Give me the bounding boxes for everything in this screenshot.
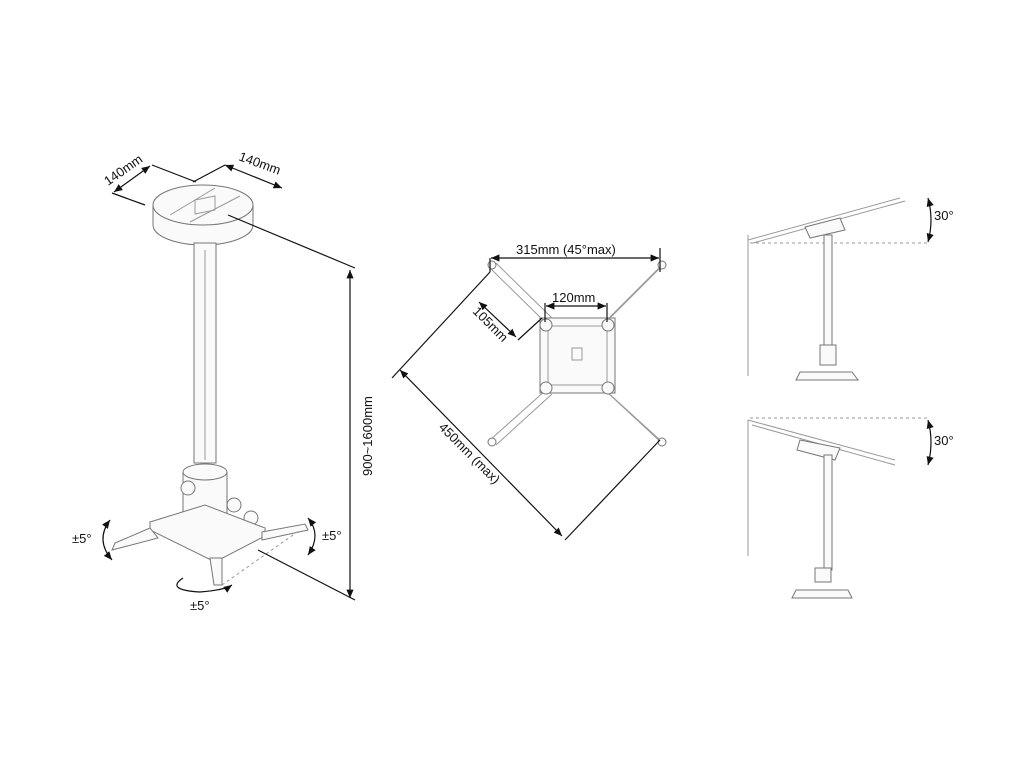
dim-105mm: 105mm bbox=[470, 304, 511, 345]
swivel-label: ±5° bbox=[190, 598, 210, 613]
tilt-left-label: ±5° bbox=[72, 531, 92, 546]
angle-label-top: 30° bbox=[934, 208, 954, 223]
angle-label-bottom: 30° bbox=[934, 433, 954, 448]
dim-140mm-a: 140mm bbox=[101, 151, 145, 188]
knob-2 bbox=[226, 497, 242, 513]
sloped-ceiling bbox=[747, 419, 896, 461]
dim-900-1600mm: 900~1600mm bbox=[360, 396, 375, 476]
dim-315mm: 315mm (45°max) bbox=[516, 242, 616, 257]
angle-view-bottom: 30° bbox=[747, 417, 954, 599]
bracket-top-view: 315mm (45°max) 120mm 105mm 450mm (max) bbox=[391, 242, 667, 541]
angle-view-top: 30° bbox=[747, 197, 954, 381]
projector-bracket bbox=[111, 504, 309, 586]
dim-140mm-b: 140mm bbox=[237, 149, 283, 178]
dim-450mm: 450mm (max) bbox=[436, 420, 503, 487]
tilt-right-label: ±5° bbox=[322, 528, 342, 543]
mount-isometric-view: 140mm 140mm 900~1600mm ±5° ±5° ±5° bbox=[72, 149, 375, 613]
dim-120mm: 120mm bbox=[552, 290, 595, 305]
ceiling-plate bbox=[152, 184, 254, 246]
sloped-ceiling bbox=[747, 197, 901, 241]
knob-1 bbox=[180, 480, 196, 496]
